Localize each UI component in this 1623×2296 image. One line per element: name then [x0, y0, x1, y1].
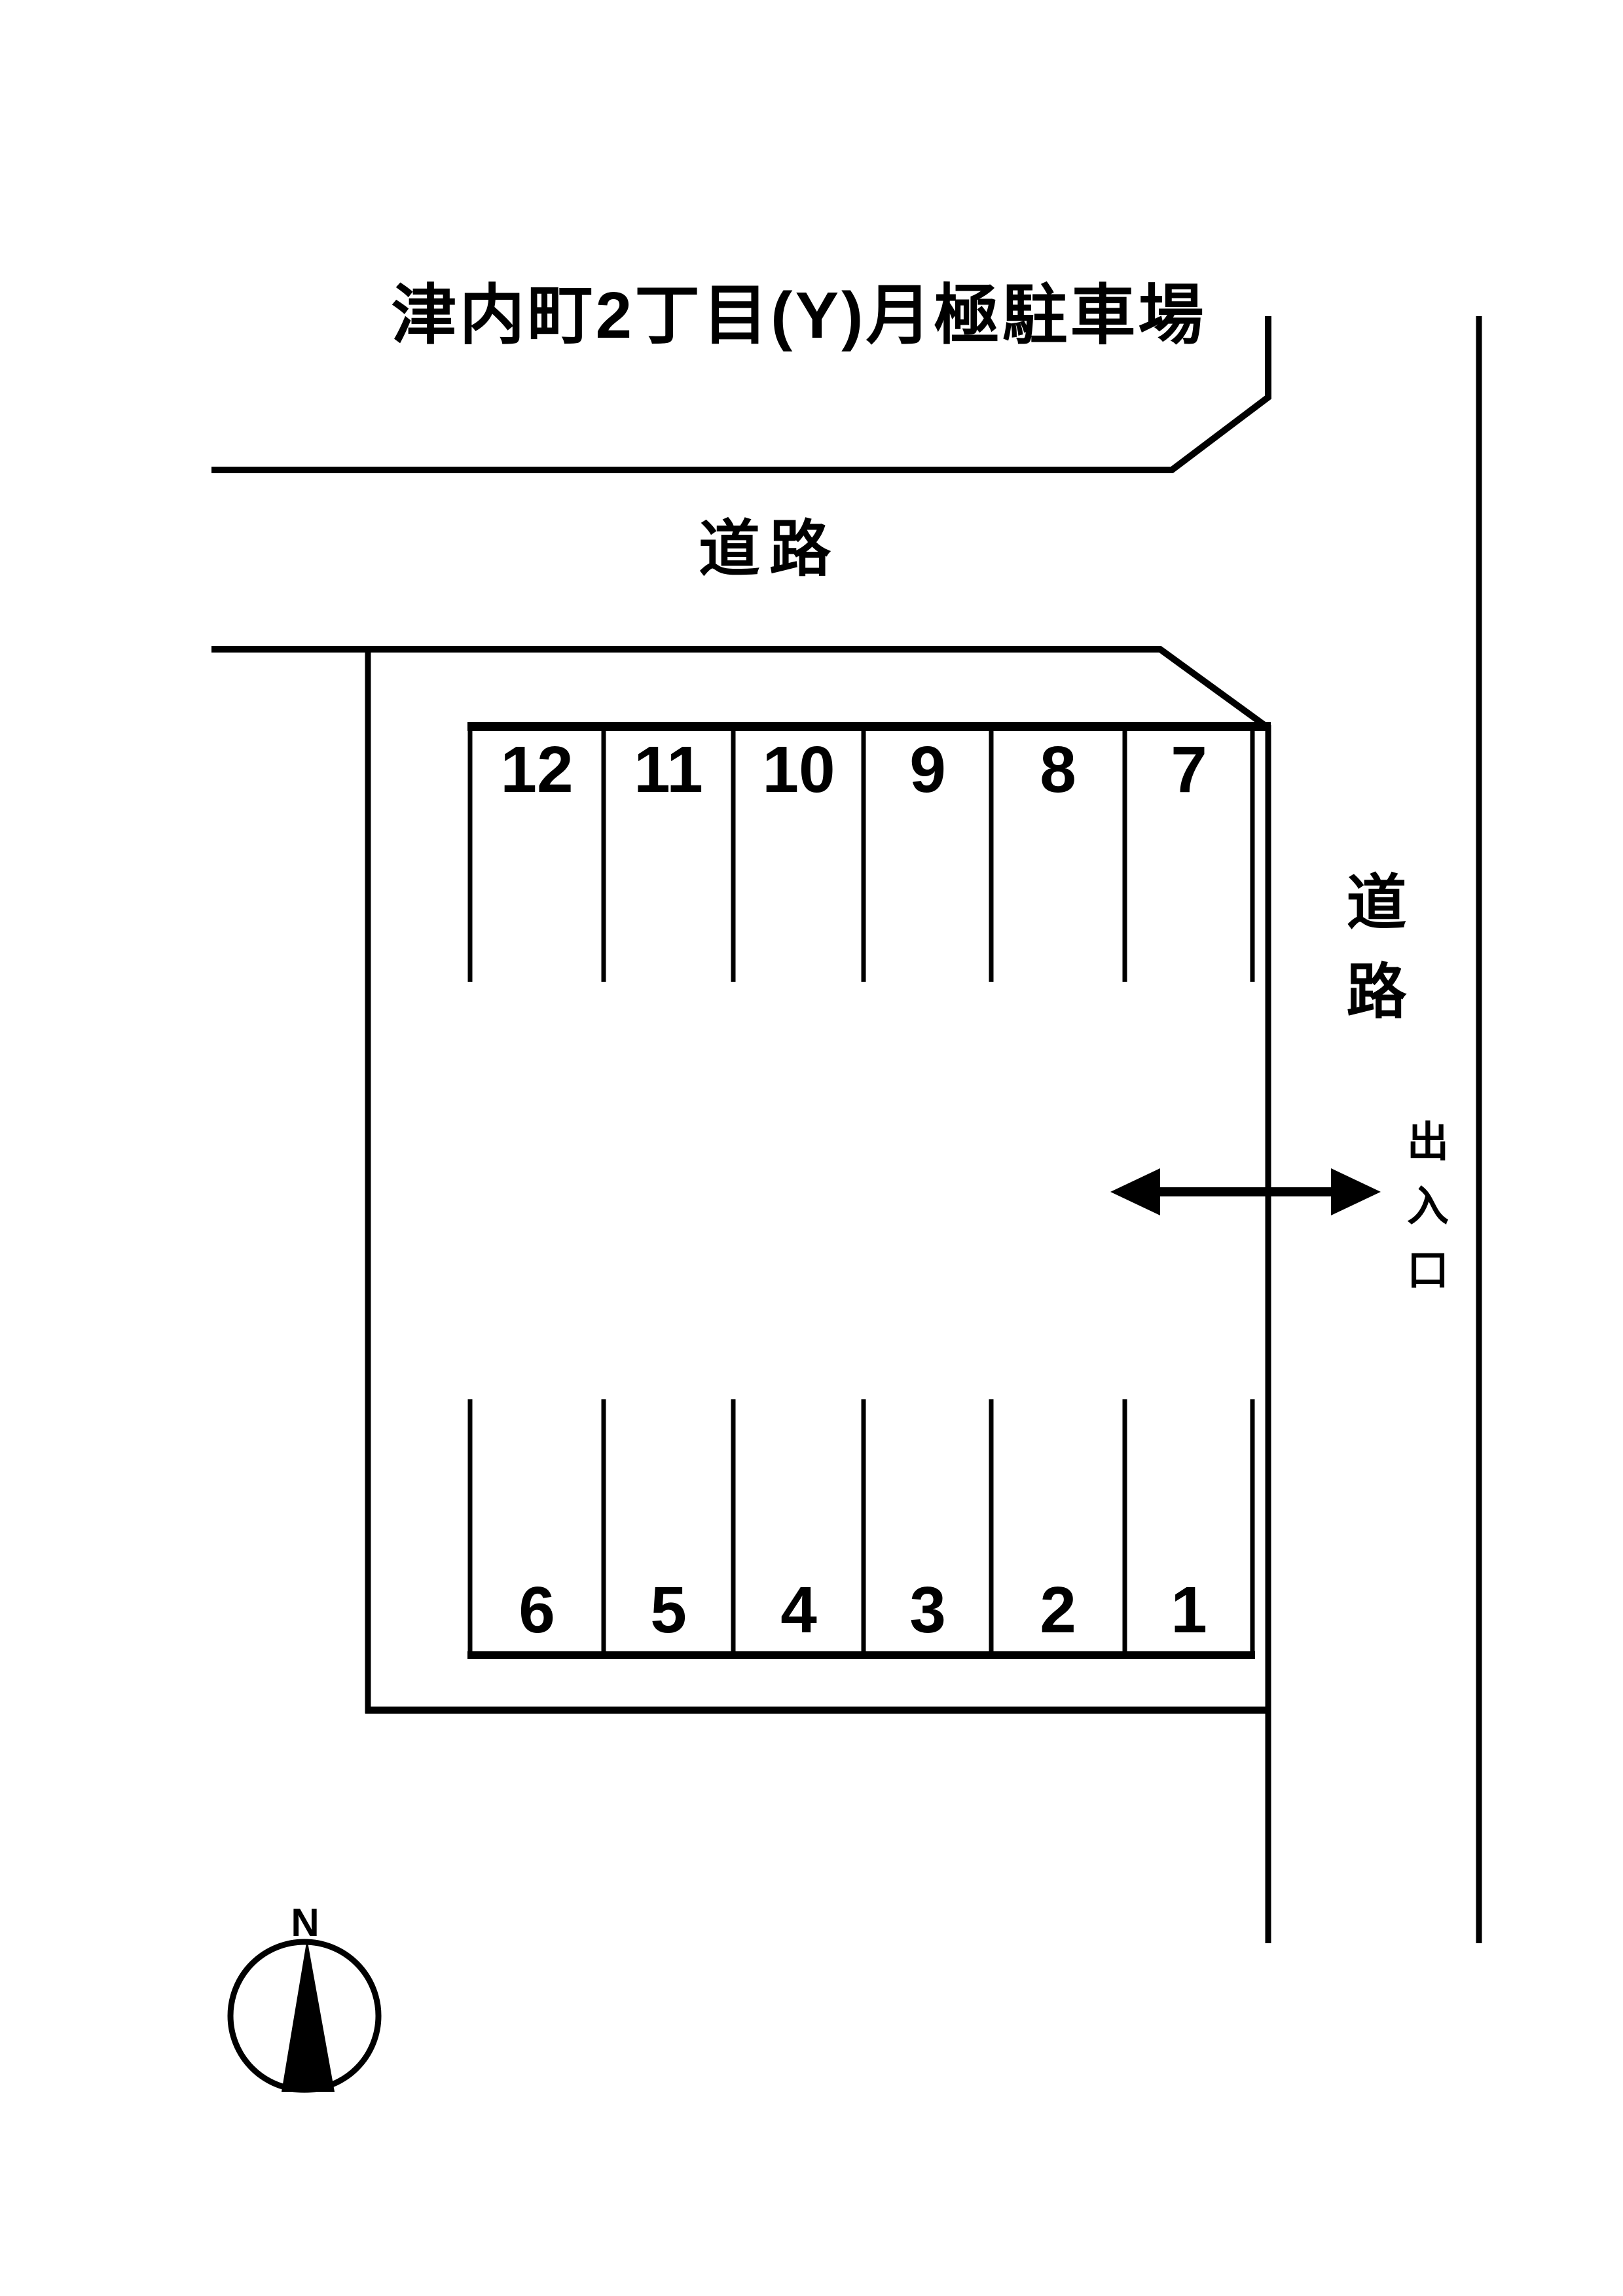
- right-road-label-char: 道: [1346, 870, 1407, 937]
- stall-number-8: 8: [1040, 733, 1076, 806]
- right-road-label-char: 路: [1346, 959, 1407, 1026]
- top-road-lower-edge: [211, 646, 1270, 731]
- top-stall-dividers: [467, 726, 1255, 982]
- stall-number-3: 3: [909, 1573, 946, 1647]
- stall-number-5: 5: [650, 1573, 687, 1647]
- top-road-label: 道路: [698, 514, 840, 583]
- stall-number-7: 7: [1171, 733, 1207, 806]
- compass-north-label: N: [291, 1901, 319, 1945]
- stall-number-9: 9: [909, 733, 946, 806]
- stall-number-1: 1: [1171, 1573, 1207, 1647]
- stall-number-4: 4: [780, 1573, 817, 1647]
- stall-number-6: 6: [519, 1573, 555, 1647]
- page-title: 津内町2丁目(Y)月極駐車場: [391, 279, 1207, 352]
- stall-number-2: 2: [1040, 1573, 1076, 1647]
- compass-icon: [227, 1939, 382, 2093]
- entrance-exit-label-char: 入: [1407, 1183, 1449, 1230]
- top-road-upper-edge: [211, 316, 1271, 473]
- stall-number-10: 10: [762, 733, 835, 806]
- bottom-stall-dividers: [467, 1399, 1255, 1655]
- entrance-arrow-icon: [1110, 1168, 1381, 1215]
- stall-number-11: 11: [634, 733, 703, 806]
- entrance-exit-label: 出 入 口: [1398, 1110, 1458, 1302]
- entrance-exit-label-char: 出: [1407, 1119, 1449, 1166]
- right-road-label: 道 路: [1336, 859, 1417, 1037]
- compass-needle: [282, 1939, 335, 2092]
- entrance-exit-label-char: 口: [1407, 1247, 1449, 1294]
- stall-number-12: 12: [500, 733, 574, 806]
